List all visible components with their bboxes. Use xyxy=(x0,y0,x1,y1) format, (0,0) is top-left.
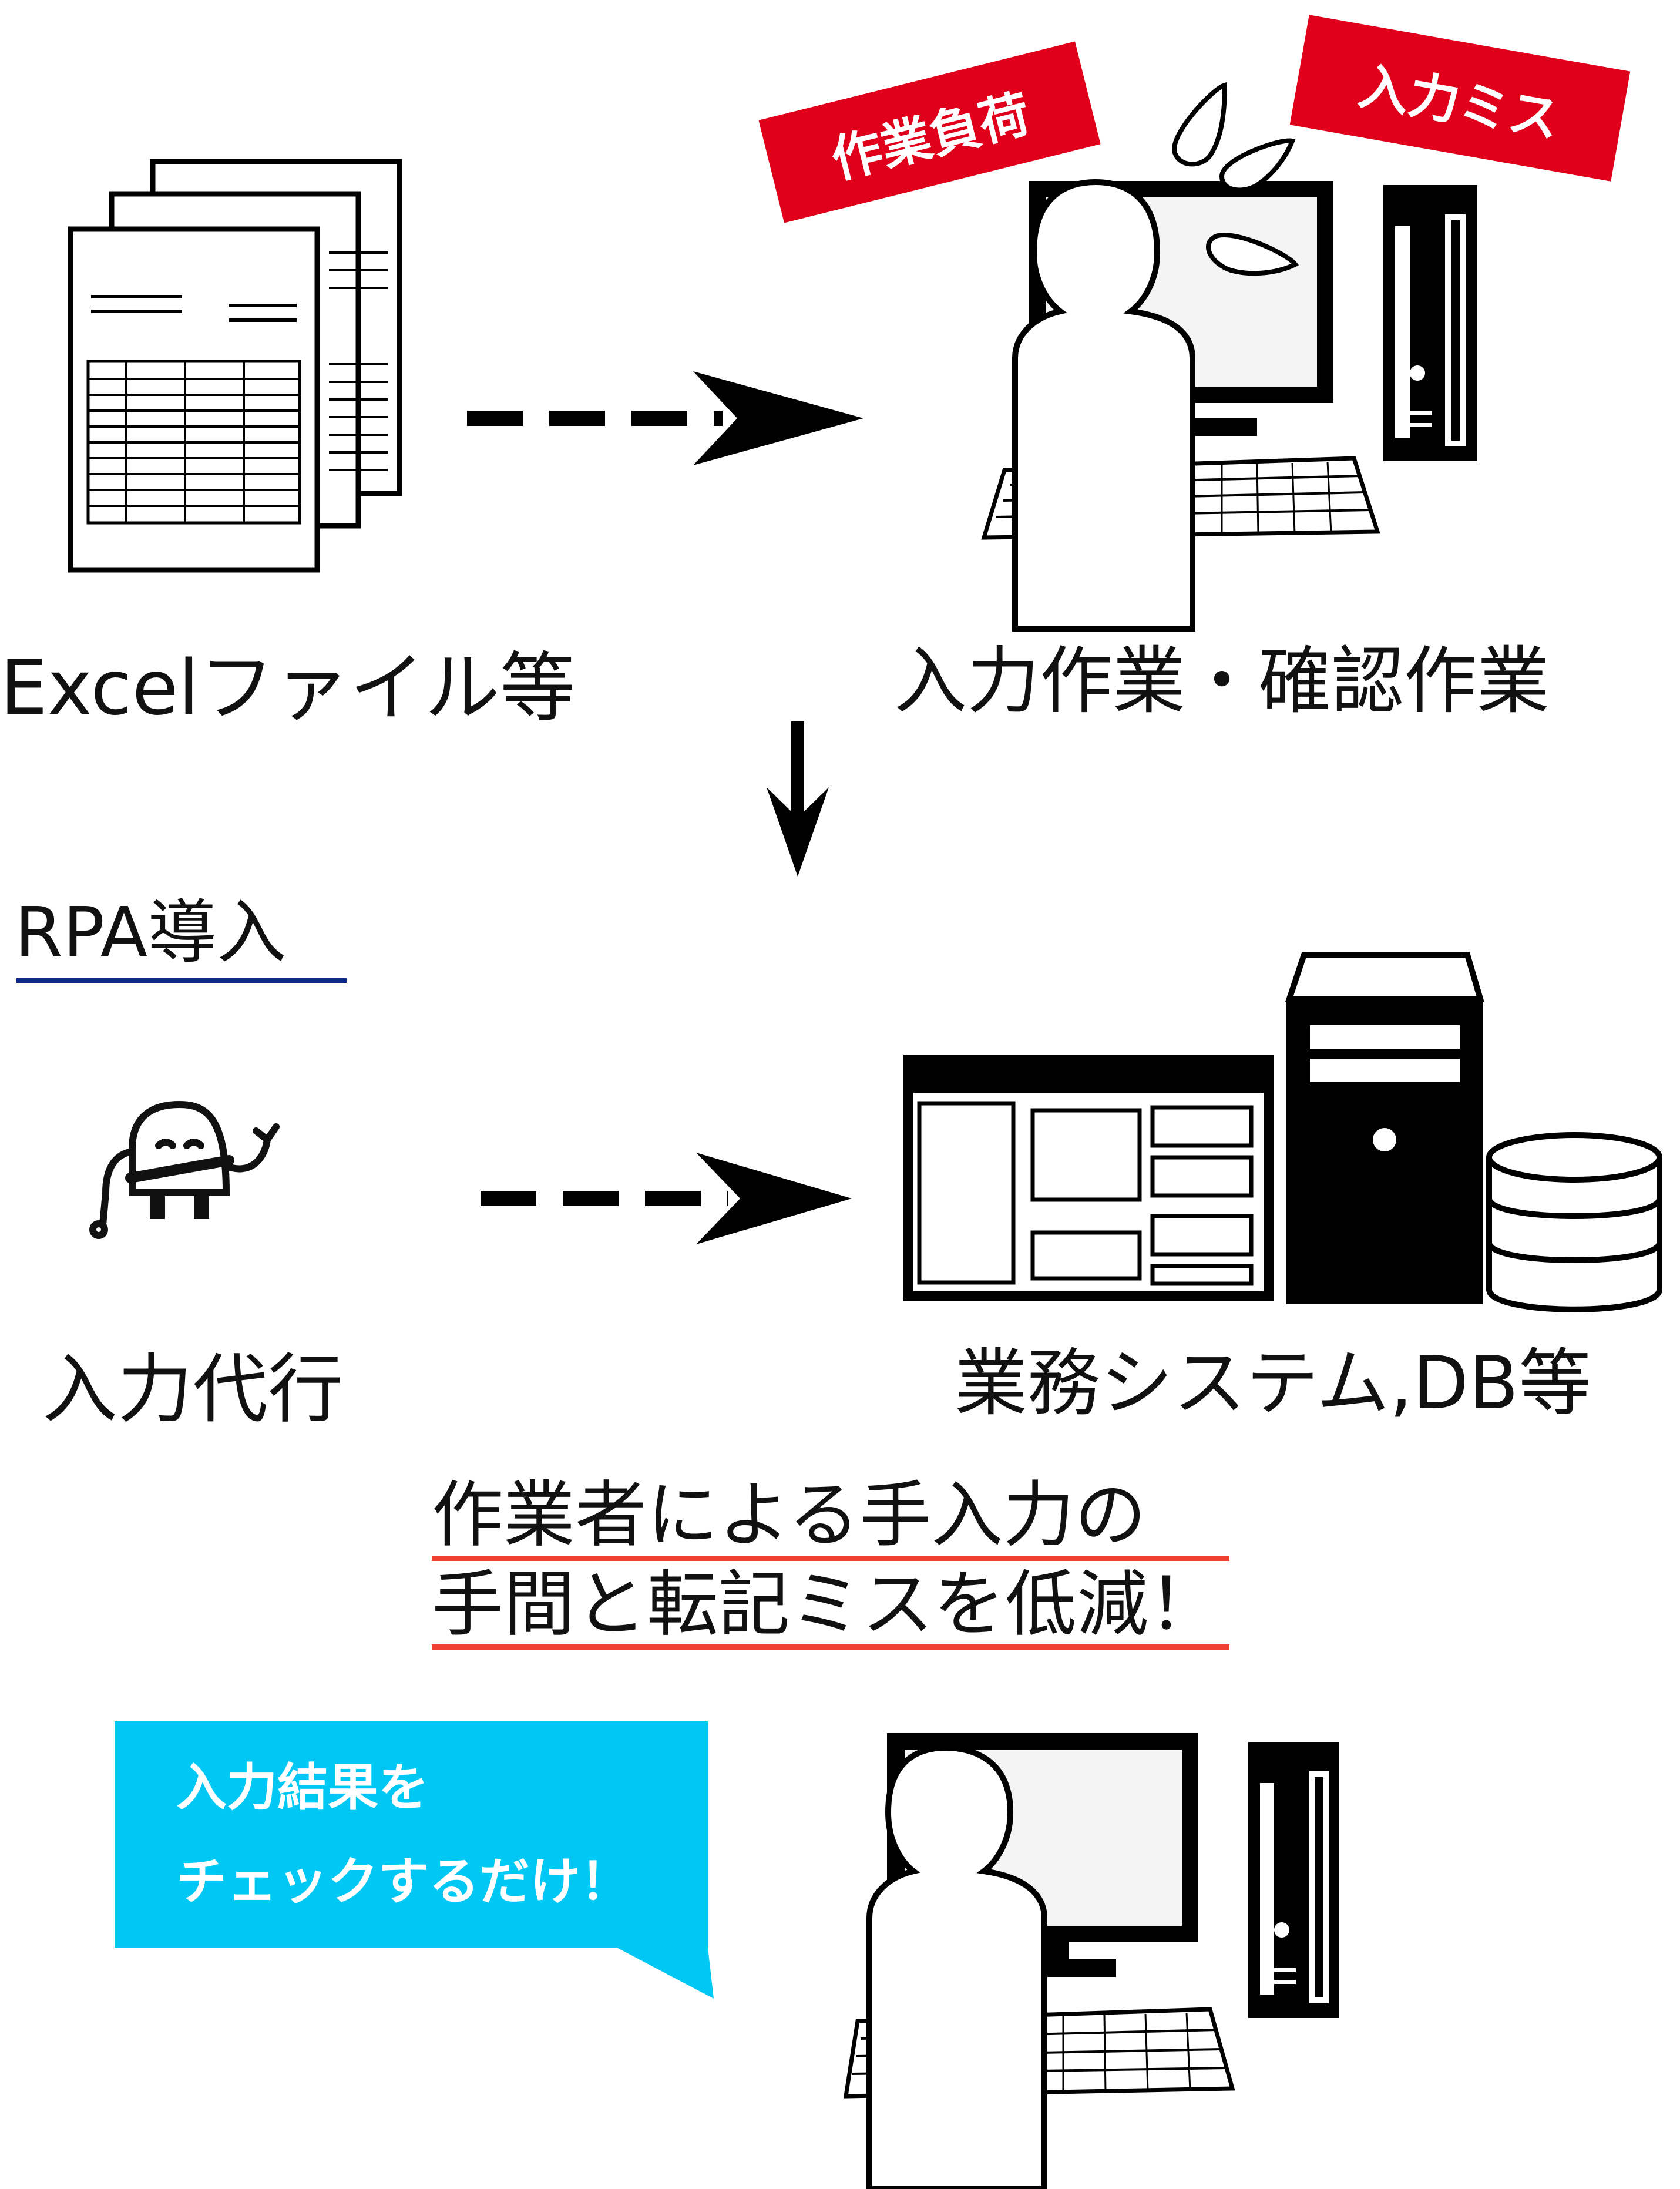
rpa-intro-label: RPA導入 xyxy=(15,892,287,973)
manual-work-label: 入力作業・確認作業 xyxy=(894,639,1550,724)
message-underline-2 xyxy=(432,1644,1229,1650)
dashed-arrow-right-1 xyxy=(467,371,863,465)
server-tower-icon xyxy=(1285,952,1484,1304)
input-proxy-label: 入力代行 xyxy=(42,1346,344,1433)
arrow-down xyxy=(767,721,829,877)
message-underline-1 xyxy=(432,1556,1229,1561)
bubble-line-1: 入力結果を xyxy=(176,1758,429,1817)
input-error-tag-label: 入力ミス xyxy=(1354,56,1564,150)
workstation-bottom-icon xyxy=(843,1733,1339,2189)
business-system-window-icon xyxy=(903,1055,1274,1301)
speech-bubble xyxy=(115,1721,714,1999)
rpa-robot-icon xyxy=(89,1100,280,1239)
dashed-arrow-right-2 xyxy=(481,1153,852,1244)
excel-documents-icon xyxy=(68,159,402,573)
rpa-underline xyxy=(16,978,347,983)
bubble-line-2: チェックするだけ！ xyxy=(176,1852,631,1911)
excel-files-label: Excelファイル等 xyxy=(0,644,576,732)
database-icon xyxy=(1486,1132,1662,1312)
message-line-1: 作業者による手入力の xyxy=(432,1473,1147,1557)
workstation-top-icon xyxy=(981,82,1477,632)
message-line-2: 手間と転記ミスを低減！ xyxy=(432,1563,1220,1646)
business-system-label: 業務システム,DB等 xyxy=(955,1341,1592,1426)
